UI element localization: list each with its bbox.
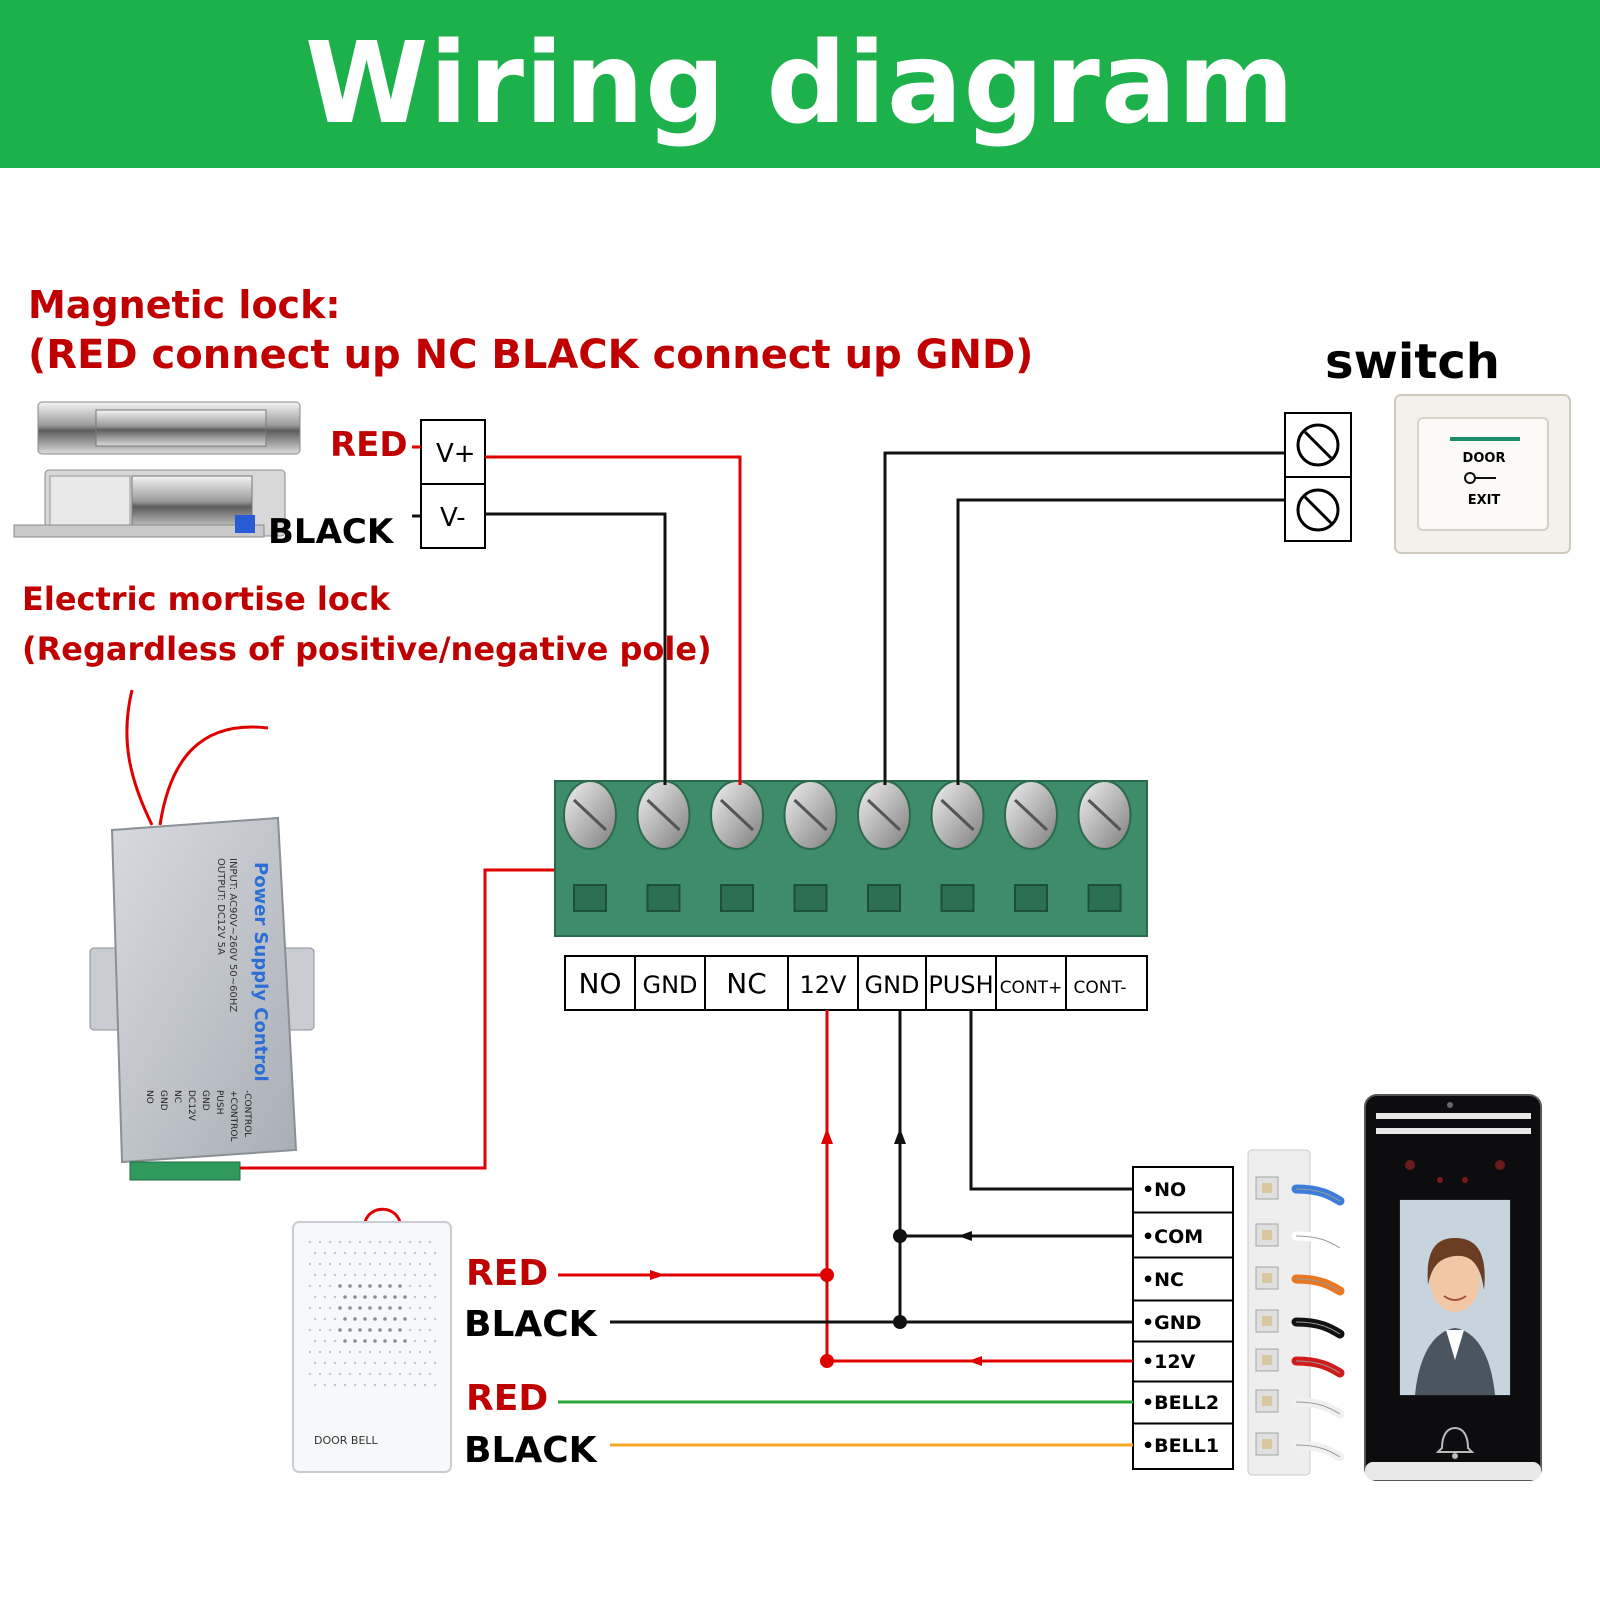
psu-spec-input: INPUT: AC90V~260V 50~60HZ [227,858,238,1012]
psu-brand: Power Supply Control [250,862,271,1082]
exit-button-top-text: DOOR [1463,451,1506,466]
device-pin-label: •NO [1142,1179,1186,1201]
switch-section: switch DOOR EXIT [883,334,1571,785]
doorbell-black-1: BLACK [464,1304,598,1345]
page-title: Wiring diagram [304,19,1296,149]
doorbell-label: DOOR BELL [314,1434,379,1447]
maglock-section: Magnetic lock: (RED connect up NC BLACK … [13,283,1033,552]
power-supply: Power Supply Control INPUT: AC90V~260V 5… [89,689,555,1181]
doorbell-red-2: RED [466,1378,548,1419]
terminal-label: GND [642,971,697,999]
terminal-slot [720,884,754,912]
maglock-black-label: BLACK [268,512,395,552]
title-banner: Wiring diagram [0,0,1600,168]
device-terminal: •NO •COM •NC •GND •12V •BELL2 •BELL1 [1132,1166,1234,1470]
wiring-lower [558,1010,1133,1447]
mortise-section: Electric mortise lock (Regardless of pos… [22,580,712,668]
device-pin-labels: •NO •COM •NC •GND •12V •BELL2 •BELL1 [1133,1179,1233,1457]
terminal-label: GND [864,971,919,999]
doorbell-red-1: RED [466,1253,548,1294]
exit-button-bottom-text: EXIT [1468,493,1501,508]
psu-pin-label: GND [158,1090,168,1111]
maglock-red-label: RED [330,425,408,465]
doorbell-black-2: BLACK [464,1430,598,1471]
device-pin-label: •GND [1142,1312,1201,1334]
bell-icon [1435,1426,1475,1453]
mortise-heading: Electric mortise lock [22,580,391,618]
psu-pin-label: NO [144,1090,154,1104]
maglock-heading: Magnetic lock: [28,283,341,327]
terminal-label: 12V [800,971,848,999]
maglock-image [13,401,301,538]
psu-pin-label: DC12V [186,1090,196,1122]
face-image [1430,1248,1480,1312]
device-wire-bundle [1255,1176,1345,1462]
terminal-slot [573,884,607,912]
switch-label: switch [1325,334,1500,390]
terminal-slot [940,884,975,912]
terminal-label: CONT+ [1000,978,1063,998]
device-pin-label: •BELL2 [1142,1392,1219,1414]
maglock-note: (RED connect up NC BLACK connect up GND) [28,332,1033,378]
doorbell-section: DOOR BELL RED BLACK RED BLACK [292,1207,598,1473]
device-pin-label: •COM [1142,1226,1203,1248]
ir-led-left-icon [1405,1160,1415,1170]
terminal-label: CONT- [1074,978,1127,998]
exit-button-image: DOOR EXIT [1394,394,1571,554]
terminal-label: NO [579,967,622,1000]
terminal-slot [1087,884,1122,912]
terminal-slot [867,884,901,912]
ir-led-right-icon [1495,1160,1505,1170]
psu-pin-label: GND [200,1090,210,1111]
terminal-block: NO GND NC 12V GND PUSH CONT+ CONT- [554,780,1148,1011]
terminal-screws [563,780,1132,912]
terminal-label: NC [726,967,767,1000]
psu-spec-output: OUTPUT: DC12V 5A [215,858,226,955]
mortise-note: (Regardless of positive/negative pole) [22,630,712,668]
maglock-terminal-minus: V- [440,503,466,533]
terminal-slot [646,884,681,912]
psu-pin-label: NC [172,1090,182,1103]
device-pin-label: •NC [1142,1269,1184,1291]
device-pin-label: •BELL1 [1142,1435,1219,1457]
device-pin-label: •12V [1142,1351,1196,1373]
doorbell-image [292,1221,452,1473]
psu-pin-label: -CONTROL [242,1090,252,1137]
psu-pin-label: +CONTROL [228,1090,238,1142]
doorbell-speaker-grille [308,1240,437,1387]
terminal-labels: NO GND NC 12V GND PUSH CONT+ CONT- [579,956,1127,1010]
terminal-label-strip [564,955,1148,1011]
maglock-terminal-plus: V+ [436,439,476,469]
terminal-slot [793,884,828,912]
psu-pin-label: PUSH [214,1090,224,1115]
psu-pin-labels: -CONTROL +CONTROL PUSH GND DC12V NC GND NO [144,1090,252,1142]
terminal-label: PUSH [928,971,993,999]
face-recognition-device [1247,1094,1542,1481]
terminal-slot [1014,884,1048,912]
